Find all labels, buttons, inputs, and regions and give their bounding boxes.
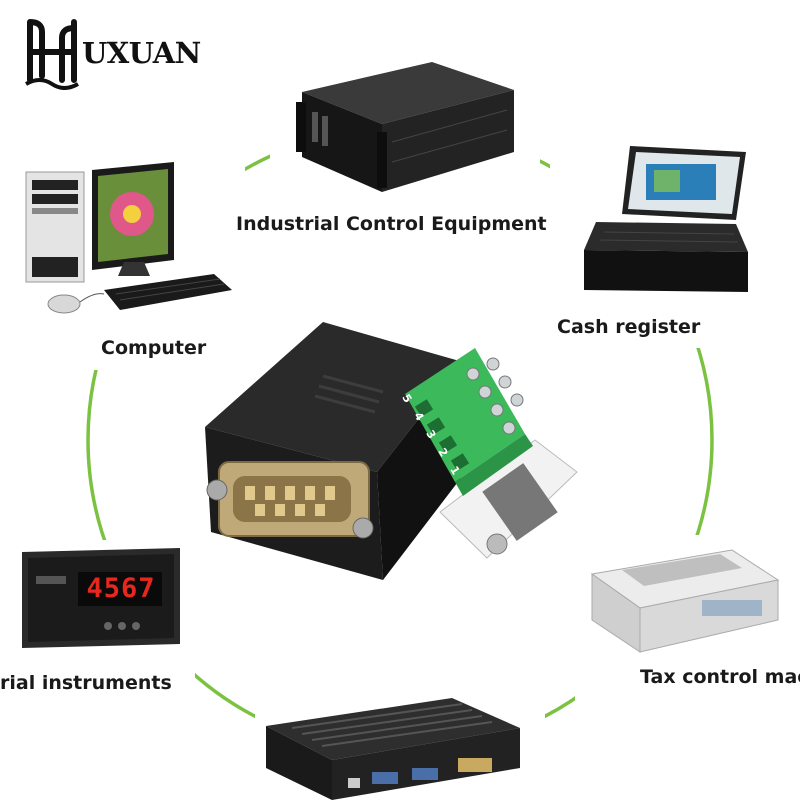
printer-icon <box>582 540 782 658</box>
rack-server-icon <box>282 52 522 197</box>
cash-register-icon <box>576 142 751 302</box>
panel-meter-icon: 4567 <box>22 548 184 648</box>
brand-name: UXUAN <box>82 36 201 70</box>
brand-logo-icon <box>25 19 79 90</box>
label-industrial-instruments: rial instruments <box>0 672 172 694</box>
industrial-pc-icon <box>262 698 524 800</box>
db9-terminal-adapter-icon: 5 4 3 2 1 <box>205 322 605 592</box>
label-tax-control: Tax control mac <box>640 666 800 688</box>
label-computer: Computer <box>101 337 207 359</box>
label-cash-register: Cash register <box>557 316 701 338</box>
meter-display-value: 4567 <box>86 573 156 604</box>
label-industrial-control: Industrial Control Equipment <box>236 213 547 235</box>
desktop-computer-icon <box>24 162 239 322</box>
brand-logo <box>22 18 82 90</box>
